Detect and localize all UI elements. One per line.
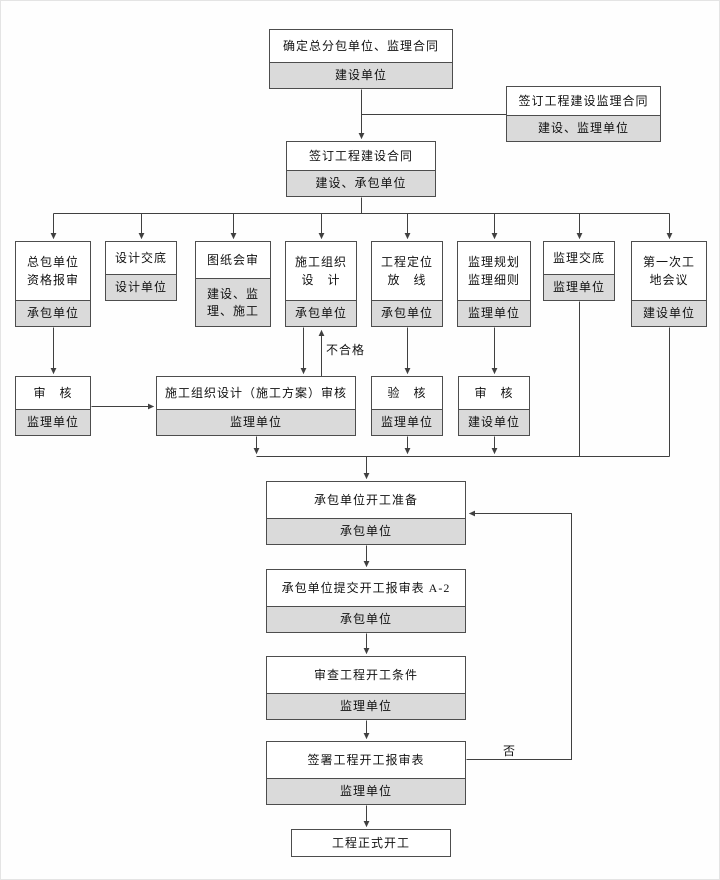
node-title: 承包单位开工准备 — [313, 493, 418, 507]
node-title: 图纸会审 — [206, 253, 259, 267]
node-confirm-contractors: 确定总分包单位、监理合同 建设单位 — [269, 29, 453, 89]
label-unqualified: 不合格 — [326, 343, 366, 357]
node-title: 签订工程建设合同 — [308, 149, 413, 163]
node-first-site-meeting: 第一次工 地会议 建设单位 — [631, 241, 707, 327]
node-unit-label: 监理单位 — [267, 778, 465, 804]
feedback-loop — [466, 510, 572, 760]
node-title: 工程定位 放 线 — [380, 255, 433, 287]
node-title: 验 核 — [387, 386, 427, 400]
node-unit-label: 建设、承包单位 — [287, 170, 435, 196]
node-unit-label: 建设单位 — [632, 300, 706, 326]
node-sign-supervision-contract: 签订工程建设监理合同 建设、监理单位 — [506, 86, 661, 142]
node-unit-label: 建设、监理单位 — [507, 115, 660, 141]
node-sign-start-form: 签署工程开工报审表 监理单位 — [266, 741, 466, 805]
node-unit-label: 监理单位 — [267, 693, 465, 719]
node-title: 工程正式开工 — [331, 836, 410, 850]
node-unit-label: 监理单位 — [16, 409, 90, 435]
node-title: 施工组织设计（施工方案）审核 — [164, 386, 347, 400]
node-unit-label: 承包单位 — [16, 300, 90, 326]
node-unit-label: 承包单位 — [286, 300, 356, 326]
node-unit-label: 设计单位 — [106, 274, 176, 300]
node-design-disclosure: 设计交底 设计单位 — [105, 241, 177, 301]
node-title: 承包单位提交开工报审表 A-2 — [281, 581, 451, 595]
node-title: 施工组织 设 计 — [294, 255, 347, 287]
node-unit-label: 监理单位 — [372, 409, 442, 435]
node-title: 第一次工 地会议 — [642, 255, 695, 287]
node-title: 确定总分包单位、监理合同 — [282, 39, 439, 53]
node-unit-label: 建设单位 — [459, 409, 529, 435]
node-sign-construction-contract: 签订工程建设合同 建设、承包单位 — [286, 141, 436, 197]
node-title: 监理规划 监理细则 — [467, 255, 520, 287]
node-supervision-disclosure: 监理交底 监理单位 — [543, 241, 615, 301]
node-qualification-review: 审 核 监理单位 — [15, 376, 91, 436]
node-unit-label: 建设、监 理、施工 — [196, 278, 270, 326]
node-check-start-conditions: 审查工程开工条件 监理单位 — [266, 656, 466, 720]
node-official-start: 工程正式开工 — [291, 829, 451, 857]
node-title: 审 核 — [33, 386, 73, 400]
node-unit-label: 承包单位 — [372, 300, 442, 326]
node-title: 签订工程建设监理合同 — [518, 94, 649, 108]
node-org-design-review: 施工组织设计（施工方案）审核 监理单位 — [156, 376, 356, 436]
node-unit-label: 监理单位 — [544, 274, 614, 300]
node-title: 签署工程开工报审表 — [307, 753, 425, 767]
node-contractor-qualification: 总包单位 资格报审 承包单位 — [15, 241, 91, 327]
node-unit-label: 监理单位 — [157, 409, 355, 435]
node-site-positioning: 工程定位 放 线 承包单位 — [371, 241, 443, 327]
node-unit-label: 承包单位 — [267, 518, 465, 544]
node-unit-label: 承包单位 — [267, 606, 465, 632]
node-construction-org-design: 施工组织 设 计 承包单位 — [285, 241, 357, 327]
node-title: 审 核 — [474, 386, 514, 400]
node-title: 监理交底 — [552, 251, 605, 265]
node-unit-label: 监理单位 — [458, 300, 530, 326]
node-positioning-verification: 验 核 监理单位 — [371, 376, 443, 436]
node-title: 总包单位 资格报审 — [26, 255, 79, 287]
node-supervision-plan: 监理规划 监理细则 监理单位 — [457, 241, 531, 327]
node-title: 审查工程开工条件 — [313, 668, 418, 682]
node-drawing-review: 图纸会审 建设、监 理、施工 — [195, 241, 271, 327]
label-no: 否 — [503, 744, 517, 758]
node-title: 设计交底 — [114, 251, 167, 265]
node-plan-review: 审 核 建设单位 — [458, 376, 530, 436]
node-start-preparation: 承包单位开工准备 承包单位 — [266, 481, 466, 545]
node-submit-start-form: 承包单位提交开工报审表 A-2 承包单位 — [266, 569, 466, 633]
node-unit-label: 建设单位 — [270, 62, 452, 88]
